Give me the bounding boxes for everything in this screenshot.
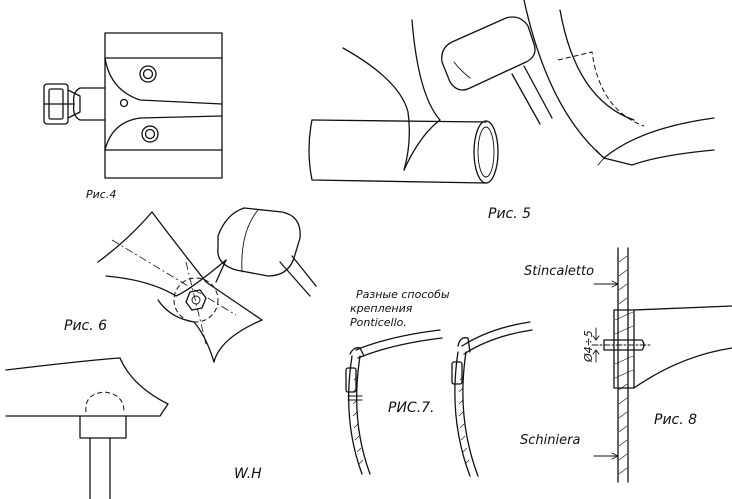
author-signature: W.H — [234, 466, 262, 482]
figure-7-note-line3: Ponticello. — [350, 316, 407, 329]
figure-6-fitting-hammering: Рис. 6 — [64, 207, 317, 363]
figure-5-tube-hammering: Рис. 5 — [308, 0, 715, 222]
bottom-left-detail — [5, 357, 169, 499]
figure-4-buckle-strap: Рис.4 — [43, 32, 223, 201]
figure-5-caption: Рис. 5 — [488, 206, 531, 222]
figure-8-hinge-section: Stincaletto Ø4÷5 Schiniera Рис. 8 — [520, 247, 732, 483]
figure-8-label-schiniera: Schiniera — [520, 433, 580, 448]
figure-7-note-line2: крепления — [350, 302, 413, 315]
figure-8-label-stincaletto: Stincaletto — [524, 264, 594, 279]
figure-8-dimension: Ø4÷5 — [582, 330, 595, 363]
figure-6-caption: Рис. 6 — [64, 318, 107, 334]
figure-4-caption: Рис.4 — [86, 188, 116, 201]
figure-7-ponticello: Разные способы крепления Ponticello. РИС… — [345, 288, 533, 477]
figure-7-note-line1: Разные способы — [356, 288, 450, 301]
figure-7-caption: РИС.7. — [388, 400, 435, 416]
figure-8-caption: Рис. 8 — [654, 412, 697, 428]
